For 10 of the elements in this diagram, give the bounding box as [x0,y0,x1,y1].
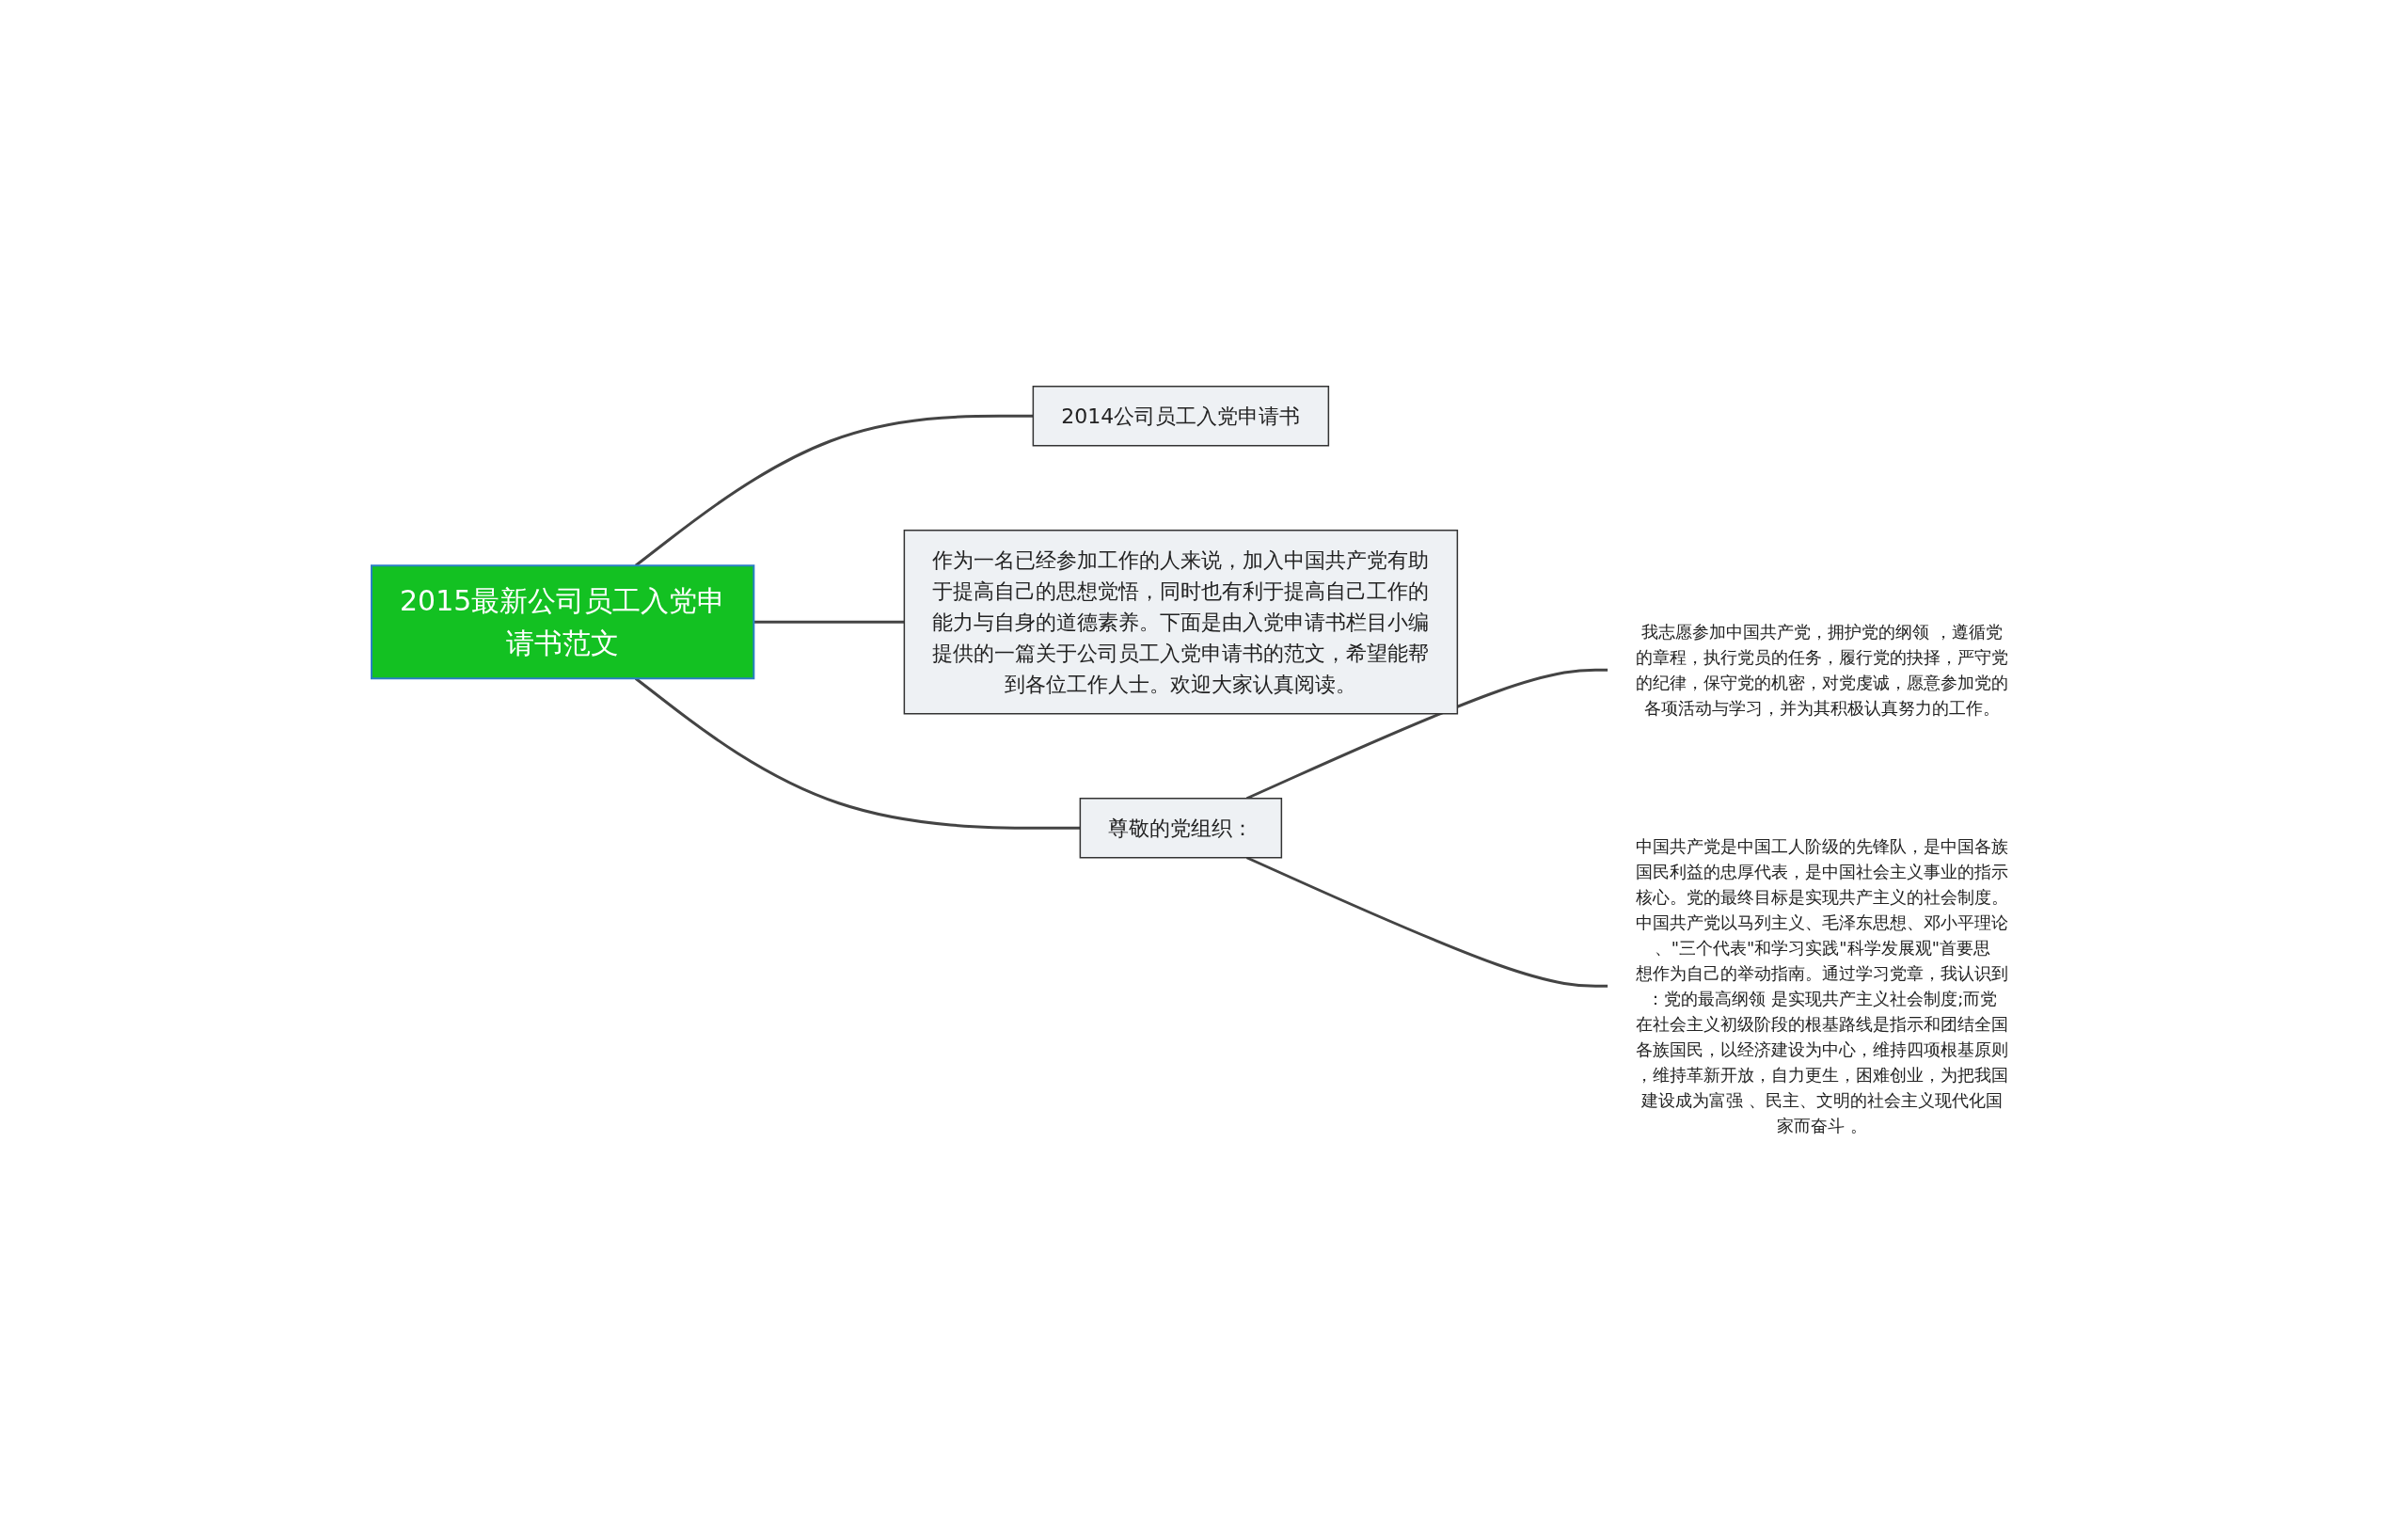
connector [634,414,1034,566]
node-text: 中国共产党是中国工人阶级的先锋队，是中国各族国民利益的忠厚代表，是中国社会主义事业的指示核心。党的最终目标是实现共产主义的社会制度。中国共产党以马列主义、毛泽东思想、邓小平理论、"三个代表"和学习实践"科学发展观"首要思想作为自己的举动指南。通过学习党章，我认识到：党的最高纲领 是实现共产主义社会制度;而党在社会主义初级阶段的根基路线是指示和团结全国各族国民，以经济建设为中心，维持四项根基原则，维持革新开放，自力更生，困难创业，为把我国建设成为富强 、民主、文明的社会主义现代化国家而奋斗 。 [1636,835,2009,1135]
connector [753,620,905,624]
node-box: 2014公司员工入党申请书 [1032,385,1329,446]
node-box: 2015最新公司员工入党申请书范文 [370,563,755,679]
node-box: 尊敬的党组织： [1079,797,1282,858]
node-box: 作为一名已经参加工作的人来说，加入中国共产党有助于提高自己的思想觉悟，同时也有利于提高自己工作的能力与自身的道德素养。下面是由入党申请书栏目小编提供的一篇关于公司员工入党申请书的范文，希望能帮到各位工作人士。欢迎大家认真阅读。 [903,529,1458,714]
connector [1245,668,1608,800]
node-text: 我志愿参加中国共产党，拥护党的纲领 ，遵循党的章程，执行党员的任务，履行党的抉择，严守党的纪律，保守党的机密，对党虔诚，愿意参加党的各项活动与学习，并为其积极认真努力的工作。 [1636,621,2009,718]
connector [634,676,1081,830]
